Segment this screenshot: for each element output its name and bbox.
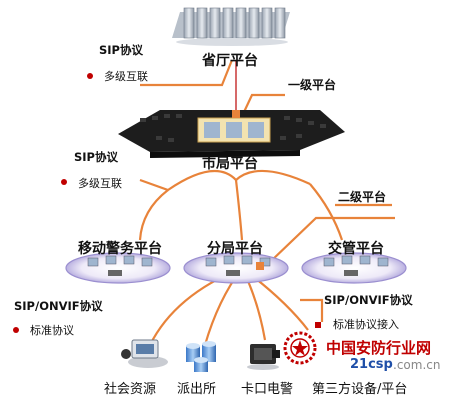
city-platform-board	[118, 110, 345, 158]
endpoint-social: 社会资源	[104, 382, 157, 397]
protocol-note-bottom-right: 标准协议接入	[333, 318, 399, 331]
protocol-note-bottom-left: 标准协议	[30, 324, 74, 337]
watermark-seal-icon	[283, 331, 317, 365]
node-traffic: 交管平台	[328, 241, 384, 257]
protocol-label-middle: SIP协议	[74, 150, 118, 164]
ring-branch	[183, 252, 289, 284]
tier-level2: 二级平台	[338, 190, 387, 204]
protocol-note-top: 多级互联	[104, 70, 148, 83]
endpoint-checkpoint: 卡口电警	[241, 382, 294, 397]
bullet-square-icon	[315, 322, 321, 328]
checkpoint-camera-icon	[247, 344, 280, 370]
social-resource-device-icon	[121, 339, 168, 368]
watermark-suffix: .com.cn	[393, 358, 441, 372]
protocol-label-top: SIP协议	[99, 43, 143, 57]
endpoint-third-party: 第三方设备/平台	[312, 382, 408, 397]
endpoint-police-station: 派出所	[177, 382, 217, 397]
bullet-icon	[61, 179, 67, 185]
protocol-note-middle: 多级互联	[78, 177, 122, 190]
protocol-label-bottom-right: SIP/ONVIF协议	[324, 293, 413, 307]
ring-mobile	[65, 252, 171, 284]
node-mobile: 移动警务平台	[78, 241, 162, 257]
tier-level1: 一级平台	[288, 78, 337, 92]
bullet-icon	[13, 327, 19, 333]
database-cylinders-icon	[186, 341, 216, 372]
node-branch: 分局平台	[207, 241, 263, 257]
watermark-name: 中国安防行业网	[326, 339, 432, 357]
ring-traffic	[301, 252, 407, 284]
node-city: 市局平台	[202, 156, 258, 172]
bullet-icon	[87, 73, 93, 79]
protocol-label-bottom-left: SIP/ONVIF协议	[14, 299, 103, 313]
node-province: 省厅平台	[202, 53, 258, 69]
watermark-url: 21csp	[350, 357, 393, 372]
server-rack-icon	[172, 7, 290, 46]
